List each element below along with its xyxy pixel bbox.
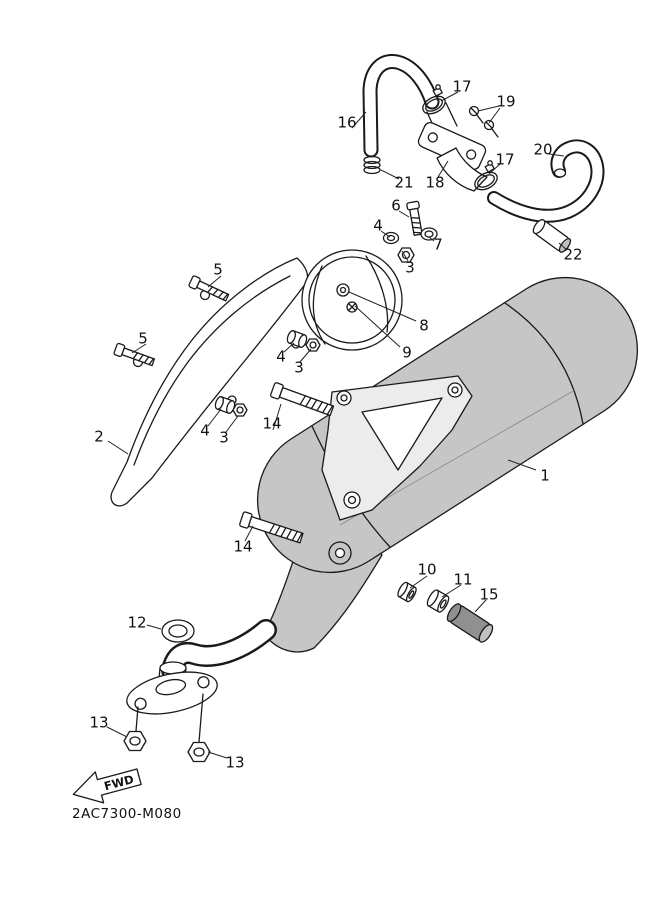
callout-label: 3 [294,358,304,377]
collar-4-mid [286,330,308,348]
callout-label: 13 [225,753,245,772]
callout-label: 4 [276,347,286,366]
hose-20 [487,139,605,223]
callout-label: 6 [391,196,401,215]
callout-label: 13 [89,713,109,732]
callout-label: 14 [233,537,253,556]
pipe-22 [532,219,572,253]
exhaust-flange [123,671,218,763]
callout-label: 7 [433,235,443,254]
fwd-arrow-icon: FWD [72,768,142,804]
joint-18 [417,102,488,192]
nut-13-left [123,730,147,752]
clamp-17-lower [474,160,498,191]
bolt-5-upper [188,275,230,302]
callout-label: 11 [453,570,473,589]
callout-label: 17 [452,77,472,96]
callout-label: 1 [540,466,550,485]
hose-16 [362,54,440,158]
callout-label: 5 [138,329,148,348]
callout-label: 21 [394,173,414,192]
round-protector [301,249,403,351]
part-code: 2AC7300-M080 [72,806,182,822]
washer-7 [420,227,438,241]
callout-label: 16 [337,113,357,132]
muffler-stay-bracket [321,375,473,521]
callout-label: 15 [479,585,499,604]
callout-label: 20 [533,140,553,159]
callout-label: 22 [563,245,583,264]
leader-lines [106,91,568,759]
bolt-14-upper [270,382,335,417]
callout-label: 4 [200,421,210,440]
gasket-ring [161,619,195,643]
callout-label: 8 [419,316,429,335]
collar-11 [426,589,450,613]
screw-6 [406,200,423,236]
callout-label: 3 [219,428,229,447]
protector-screw [346,301,358,313]
callout-label: 12 [127,613,147,632]
callout-label: 19 [496,92,516,111]
callout-label: 10 [417,560,437,579]
seal-21 [363,155,381,175]
bolt-5-lower [113,342,156,367]
damper-15 [446,603,494,643]
screw-19-b [483,119,499,138]
nut-13-right [187,741,211,763]
callout-label: 9 [402,343,412,362]
callout-label: 3 [405,258,415,277]
callout-label: 4 [373,216,383,235]
bolt-14-lower [239,511,304,544]
callout-label: 2 [94,427,104,446]
callout-label: 14 [262,414,282,433]
callout-label: 5 [213,260,223,279]
nut-3-mid [305,338,321,352]
screw-19-a [468,105,484,124]
callout-label: 18 [425,173,445,192]
callout-label: 17 [495,150,515,169]
nut-3-low [232,403,248,417]
